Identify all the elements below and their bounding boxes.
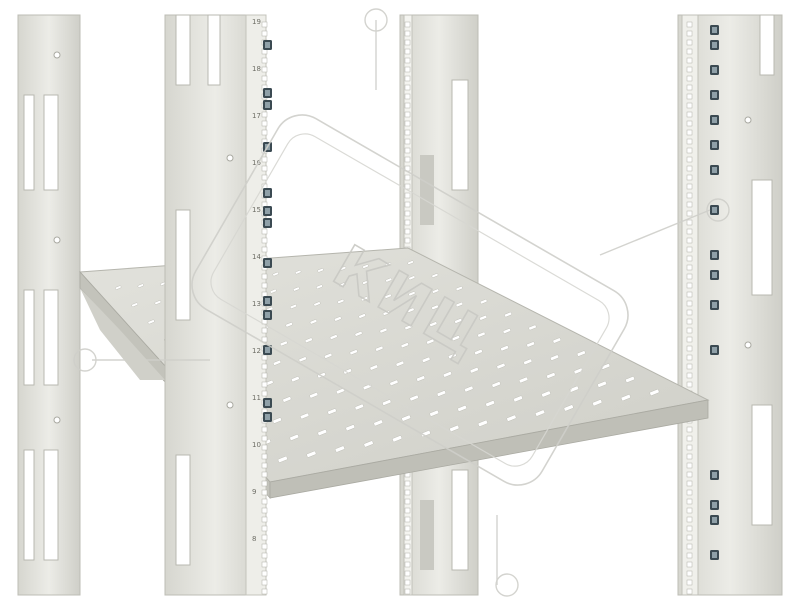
rack-unit-number: 19 bbox=[252, 18, 261, 26]
rack-unit-number: 8 bbox=[252, 535, 256, 543]
rack-unit-number: 16 bbox=[252, 159, 261, 167]
right-rack-post bbox=[677, 14, 783, 596]
left-rack-post bbox=[17, 14, 81, 596]
rack-unit-number: 13 bbox=[252, 300, 261, 308]
rack-unit-number: 12 bbox=[252, 347, 261, 355]
rack-unit-number: 15 bbox=[252, 206, 261, 214]
front-rack-post: 19 18 17 16 15 14 13 12 11 10 9 8 bbox=[164, 14, 272, 596]
rack-unit-number: 10 bbox=[252, 441, 261, 449]
rack-unit-number: 11 bbox=[252, 394, 261, 402]
rack-unit-number: 14 bbox=[252, 253, 261, 261]
rack-unit-number: 9 bbox=[252, 488, 256, 496]
rack-unit-number: 18 bbox=[252, 65, 261, 73]
rack-unit-number: 17 bbox=[252, 112, 261, 120]
